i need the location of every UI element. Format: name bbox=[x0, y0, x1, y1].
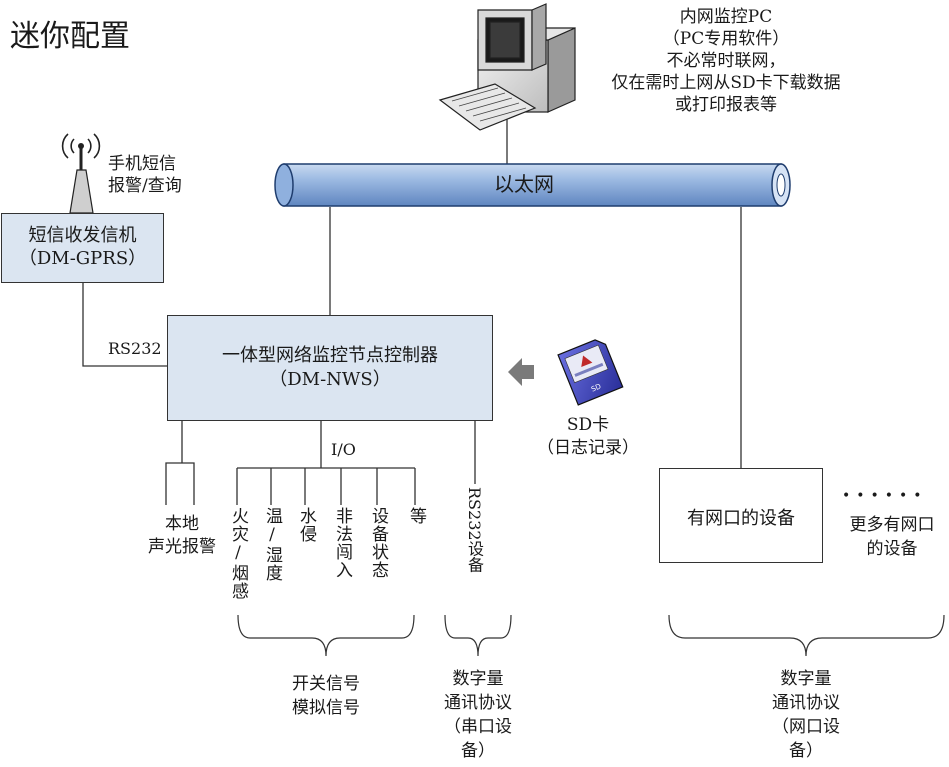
io-item-temp-humidity: 温/湿度 bbox=[262, 507, 282, 582]
controller-line-1: 一体型网络监控节点控制器 bbox=[222, 345, 438, 366]
network-device-box[interactable]: 有网口的设备 bbox=[659, 468, 823, 563]
braces bbox=[237, 614, 945, 657]
controller-box[interactable]: 一体型网络监控节点控制器 （DM-NWS） bbox=[167, 315, 493, 421]
rs232-brace-label: 数字量 通讯协议 （串口设 备） bbox=[428, 667, 528, 763]
page-title: 迷你配置 bbox=[10, 19, 130, 54]
more-dots: •••••• bbox=[842, 488, 928, 504]
io-item-etc: 等 bbox=[406, 507, 426, 525]
io-item-intrusion: 非法闯入 bbox=[332, 507, 352, 579]
sms-box-line-2: （DM-GPRS） bbox=[18, 248, 147, 269]
local-alarm-line-1: 本地 bbox=[165, 514, 199, 534]
rs232-brace bbox=[444, 614, 512, 657]
pc-line-5: 或打印报表等 bbox=[675, 95, 777, 115]
controller-line-2: （DM-NWS） bbox=[269, 369, 391, 390]
rs232-brace-line-2: 通讯协议 bbox=[444, 693, 512, 713]
net-brace bbox=[668, 614, 945, 657]
io-brace-line-2: 模拟信号 bbox=[292, 698, 360, 718]
connection-lines bbox=[82, 115, 742, 505]
alarm-bracket bbox=[165, 462, 195, 505]
more-devices-label: 更多有网口 的设备 bbox=[834, 513, 949, 561]
svg-text:SD: SD bbox=[590, 382, 602, 393]
net-brace-line-3: （网口设 bbox=[772, 717, 840, 737]
pc-line-3: 不必常时联网， bbox=[666, 51, 786, 71]
net-brace-line-4: 备） bbox=[789, 741, 823, 761]
phone-sms-label: 手机短信 报警/查询 bbox=[108, 153, 182, 197]
local-alarm-label: 本地 声光报警 bbox=[124, 513, 240, 559]
sms-to-controller-line bbox=[82, 283, 167, 367]
local-alarm-line-2: 声光报警 bbox=[148, 537, 216, 557]
antenna-icon bbox=[61, 133, 101, 214]
io-label: I/O bbox=[331, 440, 356, 459]
io-brace bbox=[237, 614, 415, 657]
net-brace-label: 数字量 通讯协议 （网口设 备） bbox=[746, 667, 866, 763]
phone-sms-line-1: 手机短信 bbox=[108, 154, 176, 174]
phone-sms-line-2: 报警/查询 bbox=[108, 176, 182, 196]
sd-card-icon: SD bbox=[557, 339, 624, 406]
pc-description: 内网监控PC （PC专用软件） 不必常时联网， 仅在需时上网从SD卡下载数据 或… bbox=[566, 6, 886, 116]
sd-card-line-1: SD卡 bbox=[566, 415, 610, 435]
rs232-brace-line-4: 备） bbox=[461, 741, 495, 761]
sms-box-line-1: 短信收发信机 bbox=[28, 225, 137, 246]
pc-line-1: 内网监控PC bbox=[679, 7, 773, 27]
pc-line-2: （PC专用软件） bbox=[662, 29, 790, 49]
rs232-link-label: RS232 bbox=[108, 339, 162, 358]
io-brace-line-1: 开关信号 bbox=[292, 674, 360, 694]
more-devices-line-2: 的设备 bbox=[866, 539, 918, 559]
ethernet-pipe bbox=[274, 163, 791, 207]
sms-transceiver-box[interactable]: 短信收发信机 （DM-GPRS） bbox=[1, 213, 164, 283]
ethernet-label: 以太网 bbox=[494, 172, 554, 196]
more-devices-line-1: 更多有网口 bbox=[849, 515, 935, 535]
rs232-brace-line-1: 数字量 bbox=[452, 669, 504, 689]
net-brace-line-1: 数字量 bbox=[780, 669, 832, 689]
pc-line-4: 仅在需时上网从SD卡下载数据 bbox=[611, 73, 841, 93]
desktop-computer-icon bbox=[438, 3, 576, 131]
io-brace-label: 开关信号 模拟信号 bbox=[266, 672, 386, 720]
io-item-fire: 火灾/烟感 bbox=[228, 507, 248, 600]
arrow-left-icon bbox=[508, 358, 534, 386]
io-item-water: 水侵 bbox=[296, 507, 316, 543]
network-device-label: 有网口的设备 bbox=[687, 508, 795, 529]
rs232-brace-line-3: （串口设 bbox=[444, 717, 512, 737]
sd-card-line-2: （日志记录） bbox=[537, 438, 639, 458]
net-brace-line-2: 通讯协议 bbox=[772, 693, 840, 713]
rs232-device-label: RS232设备 bbox=[465, 487, 484, 573]
sd-card-label: SD卡 （日志记录） bbox=[528, 414, 648, 460]
io-item-device-status: 设备状态 bbox=[368, 507, 388, 579]
